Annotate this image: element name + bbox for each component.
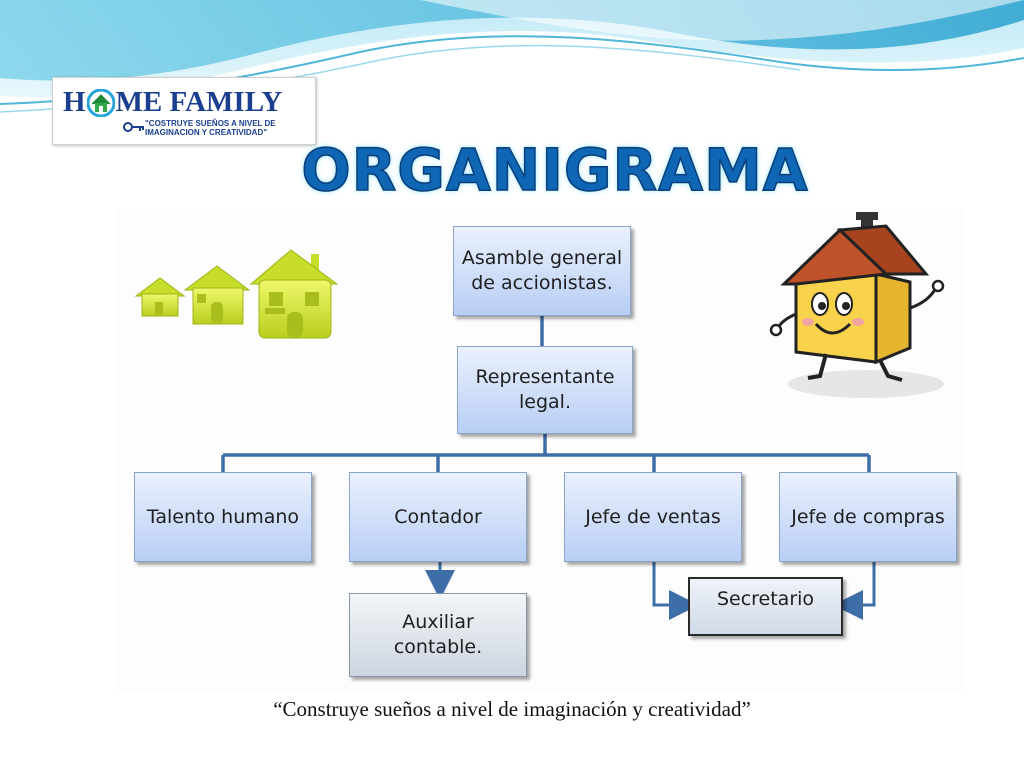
logo-letter-h: H: [63, 86, 86, 118]
footer-quote: “Construye sueños a nivel de imaginación…: [273, 697, 751, 721]
node-jefe-compras: Jefe de compras: [779, 472, 957, 562]
small-house: [134, 277, 186, 317]
connector-ventas-secretario: [652, 562, 699, 620]
page-title: ORGANIGRAMA: [301, 135, 809, 205]
house-icon: [86, 88, 115, 117]
node-secretario: Secretario: [688, 577, 843, 636]
logo-name: H ME FAMILY: [63, 86, 282, 119]
home-family-logo: H ME FAMILY "COSTRUYE SUEÑOS A NIVEL DE …: [52, 77, 316, 145]
house-mascot-illustration: [769, 212, 945, 398]
logo-letters-me-family: ME FAMILY: [115, 86, 283, 118]
node-asamblea: Asamble general de accionistas.: [453, 226, 631, 316]
key-icon: [123, 122, 144, 132]
node-contador: Contador: [349, 472, 527, 562]
medium-house: [183, 265, 251, 325]
large-house: [249, 249, 339, 339]
node-representante-legal: Representante legal.: [457, 346, 633, 434]
logo-slogan: "COSTRUYE SUEÑOS A NIVEL DE IMAGINACION …: [145, 119, 276, 137]
node-auxiliar-contable: Auxiliar contable.: [349, 593, 527, 677]
connector-compras-secretario: [833, 562, 876, 620]
node-talento-humano: Talento humano: [134, 472, 312, 562]
node-jefe-ventas: Jefe de ventas: [564, 472, 742, 562]
green-houses-illustration: [134, 249, 339, 339]
